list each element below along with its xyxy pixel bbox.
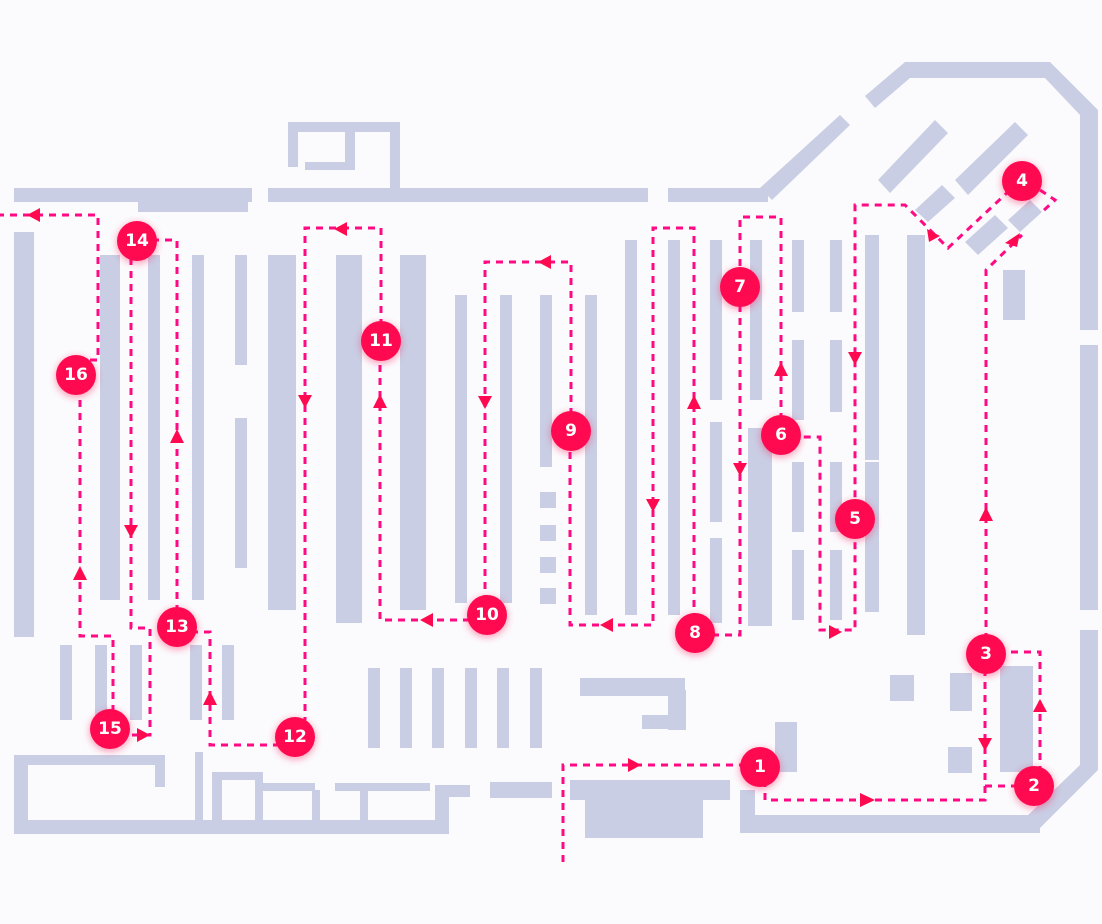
stop-marker-6[interactable]: 6 [761, 415, 801, 455]
stop-marker-3[interactable]: 3 [966, 634, 1006, 674]
stop-number: 1 [754, 757, 766, 777]
stop-number: 16 [64, 365, 88, 385]
stop-number: 14 [125, 231, 149, 251]
stop-number: 2 [1028, 776, 1040, 796]
stop-marker-5[interactable]: 5 [835, 499, 875, 539]
route-stop-markers: 1 2 3 4 5 6 7 8 9 10 11 12 13 14 15 16 [56, 161, 1054, 806]
stop-marker-9[interactable]: 9 [551, 411, 591, 451]
stop-number: 5 [849, 509, 861, 529]
stop-marker-13[interactable]: 13 [157, 607, 197, 647]
stop-number: 15 [98, 719, 122, 739]
stop-marker-10[interactable]: 10 [467, 595, 507, 635]
stop-marker-4[interactable]: 4 [1002, 161, 1042, 201]
stop-marker-12[interactable]: 12 [275, 717, 315, 757]
stop-number: 6 [775, 425, 787, 445]
stop-marker-16[interactable]: 16 [56, 355, 96, 395]
stop-marker-1[interactable]: 1 [740, 747, 780, 787]
stop-number: 9 [565, 421, 577, 441]
floor-structure [14, 62, 1098, 838]
stop-number: 8 [689, 623, 701, 643]
stop-number: 7 [734, 277, 746, 297]
stop-marker-7[interactable]: 7 [720, 267, 760, 307]
stop-marker-8[interactable]: 8 [675, 613, 715, 653]
stop-number: 11 [369, 331, 393, 351]
stop-number: 4 [1016, 171, 1028, 191]
stop-number: 13 [165, 617, 189, 637]
stop-number: 3 [980, 644, 992, 664]
shopping-route [0, 188, 1058, 862]
stop-marker-11[interactable]: 11 [361, 321, 401, 361]
stop-marker-14[interactable]: 14 [117, 221, 157, 261]
stop-marker-15[interactable]: 15 [90, 709, 130, 749]
stop-number: 12 [283, 727, 307, 747]
stop-marker-2[interactable]: 2 [1014, 766, 1054, 806]
route-direction-arrows [27, 208, 1047, 807]
stop-number: 10 [475, 605, 499, 625]
